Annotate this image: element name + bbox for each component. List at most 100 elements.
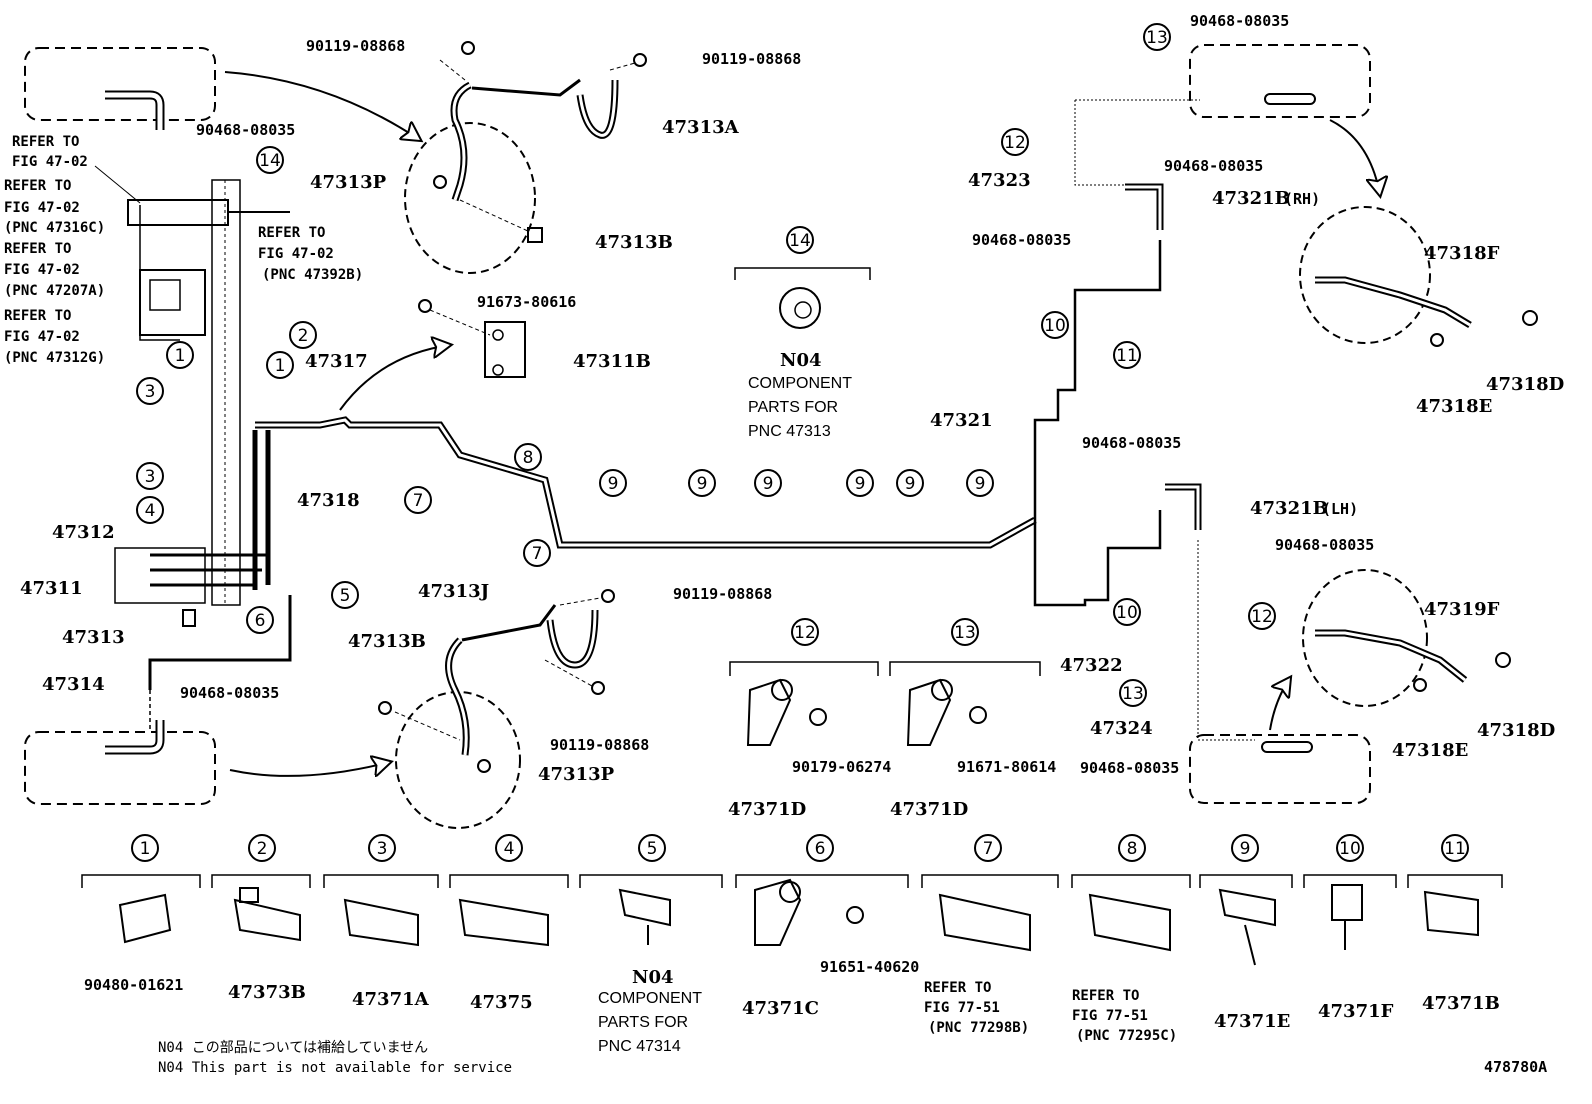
label-47313P-bottom: 47313P: [538, 764, 615, 785]
callout-7: 7: [404, 486, 432, 514]
label-47318E-top: 47318E: [1416, 396, 1492, 417]
legend-4-part: 47375: [470, 992, 533, 1013]
refer-block-5: REFER TO FIG 47-02 (PNC 47392B): [258, 225, 363, 283]
callout-number: 12: [794, 623, 816, 643]
callout-9: 9: [966, 469, 994, 497]
note-english: N04 This part is not available for servi…: [158, 1060, 512, 1076]
label-47313B-top: 47313B: [595, 232, 673, 253]
svg-text:REFER TO: REFER TO: [258, 225, 325, 241]
callout-number: 4: [145, 501, 156, 521]
label-90179: 90179-06274: [792, 758, 891, 776]
rear-hose-detail-ellipse: [395, 691, 521, 829]
label-47319F: 47319F: [1424, 599, 1500, 620]
left-brake-lines: [114, 179, 1037, 730]
callout-number: 6: [255, 611, 266, 631]
callout-number: 13: [1146, 28, 1168, 48]
svg-text:FIG 47-02: FIG 47-02: [4, 262, 80, 278]
callout-5: 5: [638, 834, 666, 862]
legend-10-part: 47371F: [1318, 1001, 1394, 1022]
callout-number: 12: [1251, 607, 1273, 627]
label-90468-bottom-left: 90468-08035: [180, 684, 279, 702]
component-14-grommet: [734, 267, 871, 329]
callout-number: 3: [145, 467, 156, 487]
svg-text:(PNC 47316C): (PNC 47316C): [4, 220, 105, 236]
callout-number: 14: [259, 151, 281, 171]
legend-5-code: N04: [632, 967, 674, 988]
legend-6-part: 47371C: [742, 998, 819, 1019]
legend-5-line3: PNC 47314: [598, 1038, 681, 1055]
refer-block-2: REFER TO FIG 47-02 (PNC 47316C): [4, 178, 105, 236]
front-left-wheel-view: [24, 47, 420, 140]
legend-clip-shapes: [118, 878, 1479, 966]
callout-9: 9: [754, 469, 782, 497]
callout-2: 2: [248, 834, 276, 862]
callout-6: 6: [806, 834, 834, 862]
callout-number: 10: [1044, 316, 1066, 336]
callout-number: 9: [975, 474, 986, 494]
callout-8: 8: [514, 443, 542, 471]
callout-number: 1: [275, 356, 286, 376]
legend-group-brackets: [81, 874, 1503, 888]
label-90468-rt-top: 90468-08035: [1190, 12, 1289, 30]
legend-6-bolt: 91651-40620: [820, 958, 919, 976]
callout-number: 13: [954, 623, 976, 643]
callout-7: 7: [523, 539, 551, 567]
callout-number: 9: [763, 474, 774, 494]
callout-4: 4: [495, 834, 523, 862]
callout-11: 11: [1441, 834, 1469, 862]
callout-number: 1: [175, 346, 186, 366]
legend-8-ref3: (PNC 77295C): [1076, 1028, 1177, 1044]
figure-id: 478780A: [1484, 1058, 1547, 1076]
svg-text:FIG 47-02: FIG 47-02: [258, 246, 334, 262]
front-right-wheel-view: [1189, 44, 1538, 347]
label-47312: 47312: [52, 522, 115, 543]
label-91673: 91673-80616: [477, 293, 576, 311]
legend-3-part: 47371A: [352, 989, 430, 1010]
legend-7-ref2: FIG 77-51: [924, 1000, 1000, 1016]
callout-7: 7: [974, 834, 1002, 862]
label-47313B-bottom: 47313B: [348, 631, 426, 652]
callout-number: 3: [145, 382, 156, 402]
refer-block-1: REFER TO FIG 47-02: [12, 134, 141, 204]
note-japanese: N04 この部品については補給していません: [158, 1040, 428, 1056]
svg-text:FIG 47-02: FIG 47-02: [4, 200, 80, 216]
callout-9: 9: [599, 469, 627, 497]
callout-number: 14: [789, 231, 811, 251]
label-90119-a: 90119-08868: [306, 37, 405, 55]
svg-text:FIG 47-02: FIG 47-02: [4, 329, 80, 345]
svg-text:(PNC 47207A): (PNC 47207A): [4, 283, 105, 299]
callout-number: 9: [855, 474, 866, 494]
callout-number: 3: [377, 839, 388, 859]
callout-13: 13: [1119, 679, 1147, 707]
front-flex-hose: [433, 41, 647, 243]
front-hose-detail-ellipse: [404, 122, 536, 274]
rear-left-wheel-view: [24, 720, 390, 805]
label-90468-lh-top: 90468-08035: [1082, 434, 1181, 452]
component-14-line2: PARTS FOR: [748, 399, 838, 416]
label-47318E-bottom: 47318E: [1392, 740, 1468, 761]
callout-number: 10: [1339, 839, 1361, 859]
rear-flex-hose: [378, 589, 615, 773]
legend-5-line1: COMPONENT: [598, 990, 702, 1007]
callout-number: 5: [647, 839, 658, 859]
callout-9: 9: [846, 469, 874, 497]
label-47318F: 47318F: [1424, 243, 1500, 264]
callout-number: 4: [504, 839, 515, 859]
label-90468-rt-bottom: 90468-08035: [1080, 759, 1179, 777]
label-rh: (RH): [1284, 190, 1320, 208]
label-47313J: 47313J: [418, 581, 489, 602]
label-47318D-bottom: 47318D: [1477, 720, 1555, 741]
callout-14: 14: [256, 146, 284, 174]
callout-3: 3: [136, 377, 164, 405]
label-90468-lh-right: 90468-08035: [1275, 536, 1374, 554]
callout-10: 10: [1041, 311, 1069, 339]
label-47321: 47321: [930, 410, 993, 431]
label-47314: 47314: [42, 674, 105, 695]
callout-9: 9: [896, 469, 924, 497]
legend-5-line2: PARTS FOR: [598, 1014, 688, 1031]
label-90119-c: 90119-08868: [673, 585, 772, 603]
label-47313A: 47313A: [662, 117, 740, 138]
label-47322: 47322: [1060, 655, 1123, 676]
